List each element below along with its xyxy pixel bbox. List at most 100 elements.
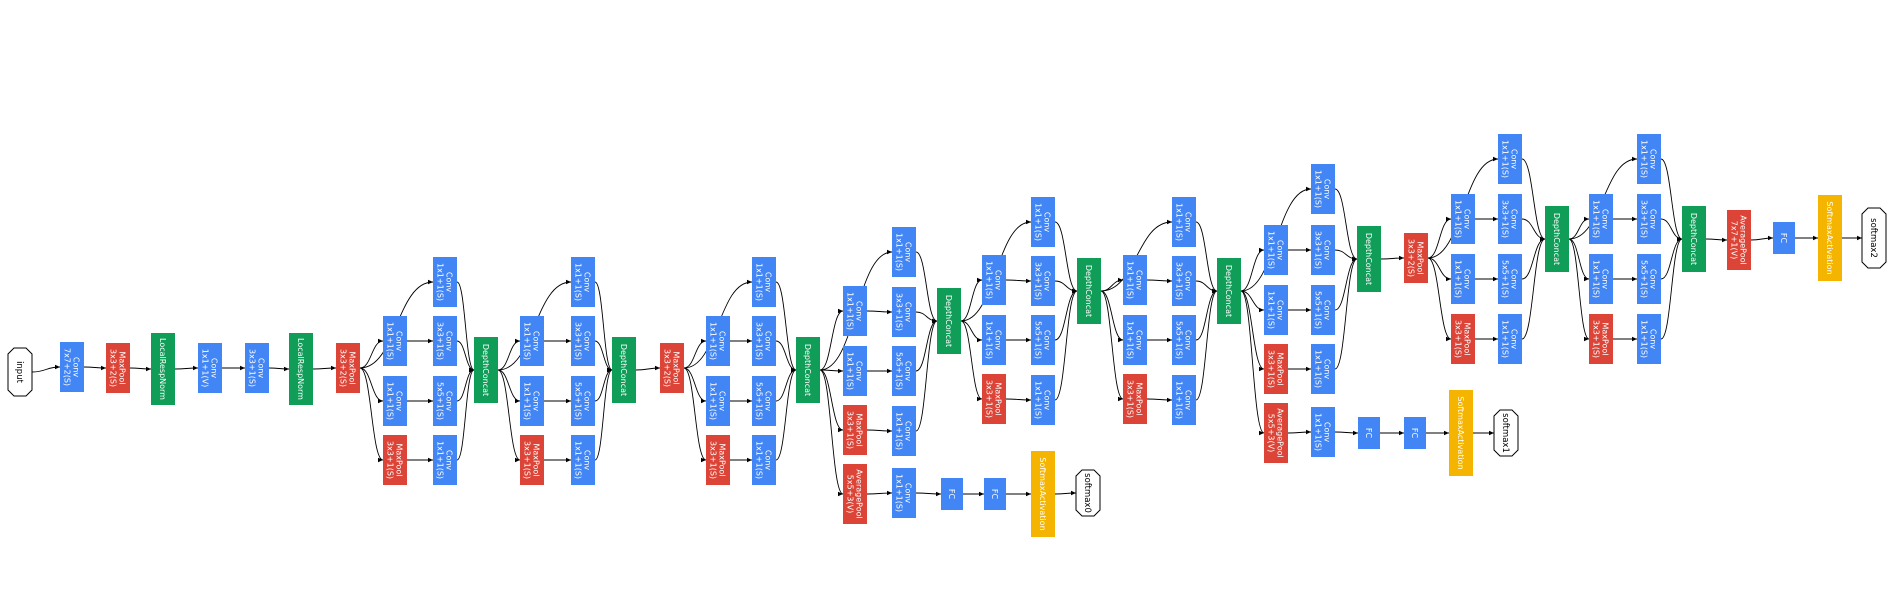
arrowhead-i4e_b1-to-i4e_b2	[1306, 247, 1311, 253]
label-i4d_b2: Conv3x3+1(S)	[1175, 262, 1193, 300]
arrowhead-dc4-to-i4c_d1	[977, 396, 982, 402]
box-i4c_b1	[982, 255, 1006, 305]
label-line-i4d_a-0: Conv	[1184, 212, 1193, 233]
label-line-i3b_c2-1: 5x5+1(S)	[574, 382, 583, 420]
label-pool4: MaxPool3x3+2(S)	[1407, 239, 1425, 277]
arrowhead-dc8-to-i5b_c1	[1584, 276, 1589, 282]
arrowhead-fc_final-to-sm_final	[1813, 235, 1818, 241]
label-aux1_pool: AveragePool5x5+3(V)	[1267, 408, 1285, 457]
node-i3b_c2: Conv5x5+1(S)	[571, 376, 595, 426]
node-i4e_b2: Conv3x3+1(S)	[1311, 225, 1335, 275]
box-dc4	[937, 288, 961, 354]
label-line-i4a_c1-0: Conv	[718, 391, 727, 412]
arrowhead-input-to-conv1	[55, 364, 60, 370]
label-i4e_b1: Conv1x1+1(S)	[1267, 231, 1285, 269]
node-i4b_a: Conv1x1+1(S)	[892, 227, 916, 277]
node-i3a_d1: MaxPool3x3+1(S)	[383, 435, 407, 485]
label-i4a_d1: MaxPool3x3+1(S)	[709, 441, 727, 479]
label-line-i4c_b1-0: Conv	[994, 270, 1003, 291]
node-i4b_d2: Conv1x1+1(S)	[892, 406, 916, 456]
arrowhead-i5a_d2-to-dc8	[1540, 236, 1545, 242]
arrowhead-i5b_d1-to-i5b_d2	[1632, 336, 1637, 342]
label-line-dc1-0: DepthConcat	[481, 344, 490, 396]
label-line-dc7-0: DepthConcat	[1364, 233, 1373, 285]
label-i3a_b2: Conv3x3+1(S)	[436, 322, 454, 360]
label-i4c_c1: Conv1x1+1(S)	[985, 321, 1003, 359]
edge-i5b_a-to-dc9	[1660, 158, 1683, 240]
terminal-shape-softmax0	[1075, 469, 1101, 517]
box-i3a_b2	[433, 316, 457, 366]
label-i3b_a: Conv1x1+1(S)	[574, 263, 592, 301]
terminal-shape-softmax2	[1861, 207, 1887, 269]
arrowhead-i3a_d2-to-dc1	[469, 367, 474, 373]
node-i4c_c1: Conv1x1+1(S)	[982, 315, 1006, 365]
label-aux1_conv: Conv1x1+1(S)	[1314, 413, 1332, 451]
label-line-i3a_b2-0: Conv	[445, 331, 454, 352]
node-i4a_a: Conv1x1+1(S)	[752, 257, 776, 307]
node-i4d_c2: Conv5x5+1(S)	[1172, 315, 1196, 365]
node-i5a_d1: MaxPool3x3+1(S)	[1451, 314, 1475, 364]
arrowhead-aux1_conv-to-aux1_fc1	[1353, 430, 1358, 436]
edge-dc1-to-i3b_b1	[497, 340, 521, 371]
box-aux0_sm	[1031, 451, 1055, 537]
node-avgpool: AveragePool7x7+1(V)	[1727, 210, 1751, 270]
label-line-aux0_conv-1: 1x1+1(S)	[895, 474, 904, 512]
label-line-i4b_c1-1: 1x1+1(S)	[846, 352, 855, 390]
label-i4c_a: Conv1x1+1(S)	[1034, 203, 1052, 241]
arrowhead-i3b_c1-to-i3b_c2	[566, 398, 571, 404]
label-pool1: MaxPool3x3+2(S)	[109, 349, 127, 387]
node-i4b_b2: Conv3x3+1(S)	[892, 287, 916, 337]
arrowhead-aux0_fc2-to-aux0_sm	[1026, 491, 1031, 497]
box-i5a_a	[1498, 134, 1522, 184]
box-i5a_b2	[1498, 194, 1522, 244]
arrowhead-dc1-to-i3b_a	[566, 279, 571, 285]
label-line-pool1-1: 3x3+2(S)	[109, 349, 118, 387]
label-line-pool2-0: MaxPool	[348, 351, 357, 384]
node-i4a_b1: Conv1x1+1(S)	[706, 316, 730, 366]
node-conv2b: Conv3x3+1(S)	[245, 343, 269, 393]
label-line-i4e_d1-0: MaxPool	[1276, 352, 1285, 385]
node-dc4: DepthConcat	[937, 288, 961, 354]
edge-pool3-to-i4a_c1	[683, 367, 707, 402]
edge-pool4-to-i5a_d1	[1427, 257, 1452, 340]
arrowhead-dc3-to-aux0_pool	[838, 491, 843, 497]
label-i4e_d1: MaxPool3x3+1(S)	[1267, 350, 1285, 388]
node-i4e_d1: MaxPool3x3+1(S)	[1264, 344, 1288, 394]
label-dc9: DepthConcat	[1689, 213, 1698, 265]
label-line-i4d_c2-0: Conv	[1184, 330, 1193, 351]
edge-i5b_d2-to-dc9	[1660, 238, 1683, 340]
label-line-pool4-0: MaxPool	[1416, 241, 1425, 274]
label-i4e_a: Conv1x1+1(S)	[1314, 170, 1332, 208]
box-conv2a	[198, 343, 222, 393]
box-i3b_c2	[571, 376, 595, 426]
arrowhead-i3b_b1-to-i3b_b2	[566, 338, 571, 344]
label-line-i4e_b2-1: 3x3+1(S)	[1314, 231, 1323, 269]
label-i5a_a: Conv1x1+1(S)	[1501, 140, 1519, 178]
label-line-i4e_a-1: 1x1+1(S)	[1314, 170, 1323, 208]
node-i3a_b1: Conv1x1+1(S)	[383, 316, 407, 366]
node-i4c_d2: Conv1x1+1(S)	[1031, 375, 1055, 425]
box-i3b_c1	[520, 376, 544, 426]
node-i3a_b2: Conv3x3+1(S)	[433, 316, 457, 366]
box-i5b_c1	[1589, 254, 1613, 304]
box-i4e_a	[1311, 164, 1335, 214]
label-conv2b: Conv3x3+1(S)	[248, 349, 266, 387]
arrowhead-dc2-to-pool3	[655, 365, 660, 371]
label-line-i3a_c2-1: 5x5+1(S)	[436, 382, 445, 420]
label-i5b_b2: Conv3x3+1(S)	[1640, 200, 1658, 238]
arrowhead-pool2-to-i3a_c1	[378, 398, 383, 404]
box-dc9	[1682, 206, 1706, 272]
edge-pool2-to-i3a_c1	[359, 367, 384, 402]
node-i5b_b2: Conv3x3+1(S)	[1637, 194, 1661, 244]
arrowhead-dc3-to-i4b_c1	[838, 368, 843, 374]
label-i5b_a: Conv1x1+1(S)	[1640, 140, 1658, 178]
box-i5a_b1	[1451, 194, 1475, 244]
box-pool3	[660, 343, 684, 393]
edge-dc3-to-aux0_pool	[819, 369, 844, 495]
label-line-i4c_d2-0: Conv	[1043, 390, 1052, 411]
label-i4a_c1: Conv1x1+1(S)	[709, 382, 727, 420]
label-conv1: Conv7x7+2(S)	[63, 348, 81, 386]
label-i4d_b1: Conv1x1+1(S)	[1126, 261, 1144, 299]
box-i4e_b2	[1311, 225, 1335, 275]
label-line-conv2b-0: Conv	[257, 358, 266, 379]
